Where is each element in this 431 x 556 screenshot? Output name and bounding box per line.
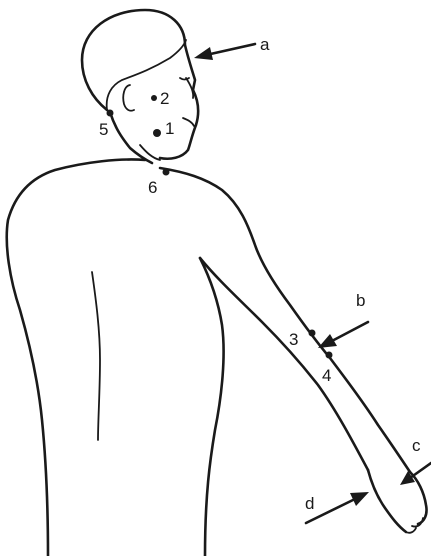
point-2-dot	[151, 95, 157, 101]
point-2-label: 2	[160, 89, 169, 108]
arrow-b-label: b	[356, 291, 365, 310]
point-1-dot	[153, 129, 161, 137]
point-6-label: 6	[148, 178, 157, 197]
hand	[368, 470, 427, 532]
mouth	[183, 118, 194, 126]
fingers	[406, 518, 423, 533]
neck-back	[110, 112, 152, 163]
point-4-label: 4	[322, 366, 331, 385]
arm-underside	[200, 258, 368, 470]
ear	[123, 85, 134, 111]
arrow-a-label: a	[260, 35, 270, 54]
spine-line	[92, 272, 100, 440]
arrow-d-head	[350, 492, 369, 506]
eye	[180, 78, 189, 80]
hairline	[107, 40, 186, 110]
point-1-label: 1	[165, 119, 174, 138]
point-5-dot	[107, 110, 114, 117]
arrow-b-shaft	[330, 322, 368, 342]
arrow-d-label: d	[305, 494, 314, 513]
arrow-c-label: c	[412, 436, 421, 455]
left-shoulder-back	[7, 159, 145, 556]
arrow-a-shaft	[206, 44, 255, 55]
point-3-dot	[309, 330, 316, 337]
nose	[186, 78, 193, 98]
point-5-label: 5	[99, 120, 108, 139]
point-6-dot	[163, 169, 170, 176]
arrow-c-shaft	[410, 463, 431, 478]
point-4-dot	[326, 352, 333, 359]
torso-right	[200, 258, 224, 556]
arrow-a-head	[194, 47, 213, 60]
right-shoulder-arm-top	[160, 168, 410, 472]
point-3-label: 3	[289, 330, 298, 349]
